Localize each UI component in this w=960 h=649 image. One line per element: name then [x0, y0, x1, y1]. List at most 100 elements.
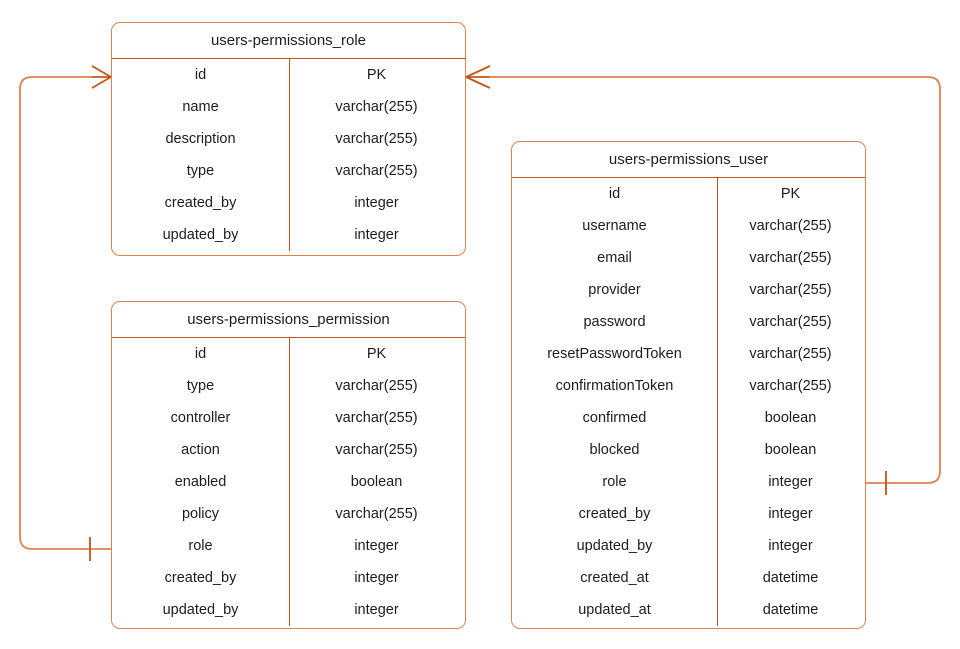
- field-type: varchar(255): [749, 378, 832, 394]
- entity-fields: id PK type varchar(255) controller varchar(25…: [112, 338, 465, 626]
- field-name: updated_by: [162, 227, 239, 243]
- field-name: type: [186, 163, 215, 179]
- field-type: varchar(255): [335, 378, 418, 394]
- field-type: varchar(255): [749, 282, 832, 298]
- field-name: id: [194, 346, 207, 362]
- field-type: boolean: [764, 410, 817, 426]
- field-type: integer: [768, 506, 813, 522]
- field-name: id: [608, 186, 621, 202]
- field-row[interactable]: updated_by integer: [112, 594, 465, 626]
- field-name: password: [583, 314, 646, 330]
- field-row[interactable]: enabled boolean: [112, 466, 465, 498]
- field-type: varchar(255): [749, 250, 832, 266]
- field-name: created_by: [164, 195, 237, 211]
- field-type: varchar(255): [749, 314, 832, 330]
- field-type: varchar(255): [335, 506, 418, 522]
- field-type: datetime: [762, 602, 819, 618]
- field-name: provider: [588, 282, 641, 298]
- entity-title: users-permissions_user: [512, 142, 865, 178]
- entity-title: users-permissions_permission: [112, 302, 465, 338]
- field-row[interactable]: created_by integer: [112, 187, 465, 219]
- field-row[interactable]: id PK: [112, 59, 465, 91]
- field-name: confirmationToken: [555, 378, 674, 394]
- field-type: varchar(255): [335, 410, 418, 426]
- field-name: created_at: [580, 570, 649, 586]
- field-name: updated_by: [576, 538, 653, 554]
- field-row[interactable]: type varchar(255): [112, 155, 465, 187]
- field-name: description: [165, 131, 236, 147]
- field-row[interactable]: type varchar(255): [112, 370, 465, 402]
- field-row[interactable]: password varchar(255): [512, 306, 865, 338]
- field-type: PK: [366, 346, 387, 362]
- column-divider: [717, 178, 718, 626]
- field-row[interactable]: updated_by integer: [512, 530, 865, 562]
- field-type: integer: [768, 474, 813, 490]
- field-row[interactable]: email varchar(255): [512, 242, 865, 274]
- relationship-permission-role[interactable]: [19, 65, 112, 561]
- field-row[interactable]: updated_at datetime: [512, 594, 865, 626]
- field-row[interactable]: id PK: [112, 338, 465, 370]
- field-row[interactable]: controller varchar(255): [112, 402, 465, 434]
- field-row[interactable]: updated_by integer: [112, 219, 465, 251]
- field-name: username: [582, 218, 647, 234]
- field-name: resetPasswordToken: [547, 346, 682, 362]
- field-name: id: [194, 67, 207, 83]
- field-name: controller: [170, 410, 231, 426]
- crowsfoot-many-role-right: [465, 65, 491, 89]
- field-row[interactable]: created_by integer: [112, 562, 465, 594]
- column-divider: [289, 338, 290, 626]
- field-name: updated_at: [578, 602, 651, 618]
- field-name: created_by: [164, 570, 237, 586]
- field-type: boolean: [764, 442, 817, 458]
- field-type: PK: [780, 186, 801, 202]
- field-name: type: [186, 378, 215, 394]
- field-type: integer: [354, 227, 399, 243]
- field-type: varchar(255): [335, 442, 418, 458]
- field-row[interactable]: confirmationToken varchar(255): [512, 370, 865, 402]
- field-name: email: [597, 250, 632, 266]
- field-type: varchar(255): [335, 99, 418, 115]
- field-row[interactable]: id PK: [512, 178, 865, 210]
- field-row[interactable]: action varchar(255): [112, 434, 465, 466]
- field-name: updated_by: [162, 602, 239, 618]
- field-type: varchar(255): [749, 346, 832, 362]
- entity-title: users-permissions_role: [112, 23, 465, 59]
- field-name: created_by: [578, 506, 651, 522]
- field-name: blocked: [589, 442, 640, 458]
- field-type: integer: [354, 602, 399, 618]
- column-divider: [289, 59, 290, 251]
- crowsfoot-many-role-left: [91, 65, 112, 89]
- field-row[interactable]: provider varchar(255): [512, 274, 865, 306]
- field-name: action: [181, 442, 220, 458]
- field-name: confirmed: [582, 410, 647, 426]
- field-type: datetime: [762, 570, 819, 586]
- field-type: PK: [366, 67, 387, 83]
- field-row[interactable]: created_at datetime: [512, 562, 865, 594]
- field-row[interactable]: role integer: [512, 466, 865, 498]
- field-type: boolean: [350, 474, 403, 490]
- field-name: enabled: [174, 474, 227, 490]
- field-row[interactable]: role integer: [112, 530, 465, 562]
- entity-fields: id PK username varchar(255) email varchar(255…: [512, 178, 865, 626]
- field-type: integer: [354, 538, 399, 554]
- field-type: integer: [354, 570, 399, 586]
- field-row[interactable]: username varchar(255): [512, 210, 865, 242]
- field-row[interactable]: created_by integer: [512, 498, 865, 530]
- field-name: role: [188, 538, 213, 554]
- field-type: varchar(255): [749, 218, 832, 234]
- field-row[interactable]: resetPasswordToken varchar(255): [512, 338, 865, 370]
- field-row[interactable]: blocked boolean: [512, 434, 865, 466]
- field-row[interactable]: confirmed boolean: [512, 402, 865, 434]
- field-type: integer: [354, 195, 399, 211]
- field-name: role: [602, 474, 627, 490]
- field-type: integer: [768, 538, 813, 554]
- field-type: varchar(255): [335, 163, 418, 179]
